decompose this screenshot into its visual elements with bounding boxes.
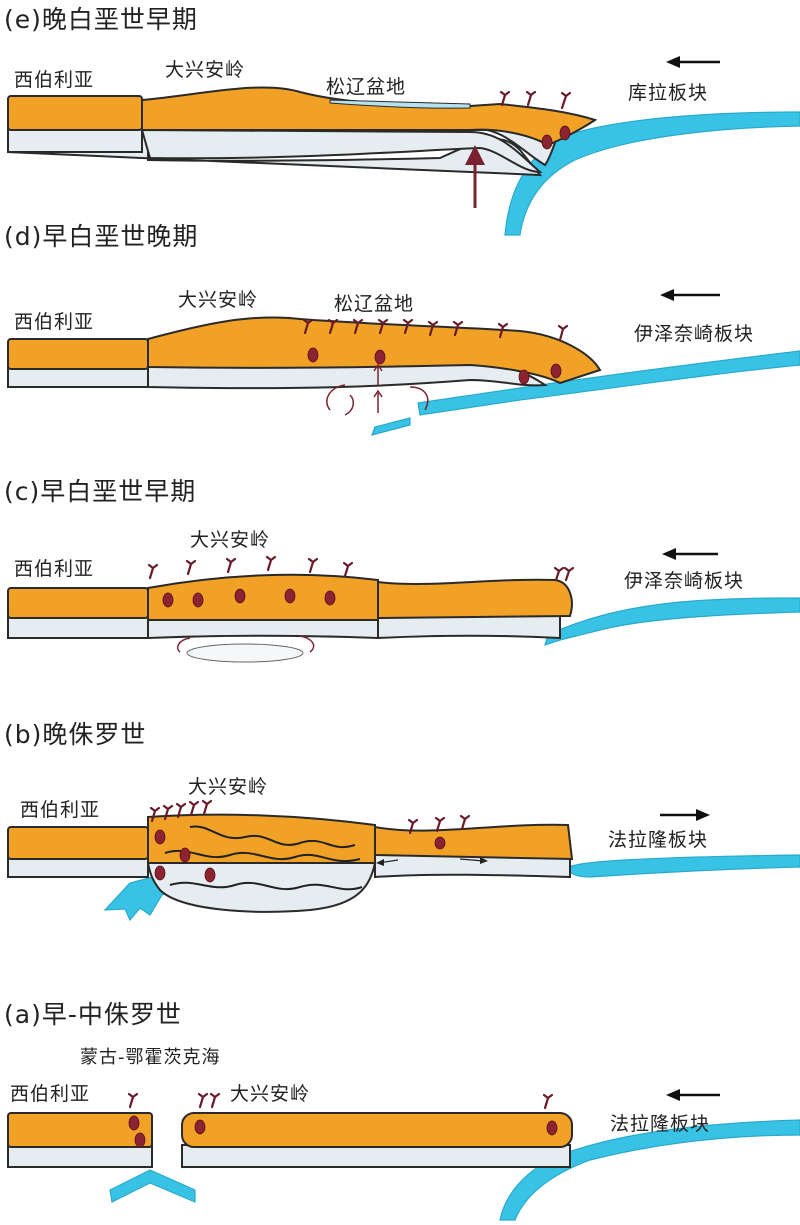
- panel-d-cross-section: [7, 289, 800, 436]
- farallon-slab: [569, 854, 800, 878]
- dxal-crust: [147, 813, 376, 864]
- panel-b-cross-section: [7, 799, 800, 922]
- siberia-crust: [7, 338, 149, 370]
- panel-d: (d)早白垩世晚期 西伯利亚 大兴安岭 松辽盆地 伊泽奈崎板块: [0, 215, 800, 455]
- label-plate: 法拉隆板块: [608, 829, 709, 851]
- panel-c-title: (c)早白垩世早期: [4, 477, 197, 506]
- eastern-crust: [377, 578, 573, 620]
- dxal-crust: [147, 573, 379, 621]
- volcano-symbols: [302, 318, 569, 342]
- dxal-crust: [141, 86, 598, 147]
- volcano-symbols: [127, 1092, 554, 1110]
- label-songliao: 松辽盆地: [334, 293, 415, 315]
- volcano-symbols: [149, 799, 471, 835]
- label-plate: 法拉隆板块: [610, 1113, 711, 1135]
- label-siberia: 西伯利亚: [14, 311, 95, 333]
- label-siberia: 西伯利亚: [14, 69, 95, 91]
- label-ocean: 蒙古-鄂霍茨克海: [80, 1047, 221, 1068]
- panel-b-title: (b)晚侏罗世: [4, 720, 147, 749]
- fold-lower: [169, 881, 363, 891]
- eastern-crust: [374, 823, 574, 861]
- label-siberia: 西伯利亚: [14, 558, 95, 580]
- farallon-slab: [499, 1119, 800, 1221]
- label-plate: 库拉板块: [628, 82, 709, 104]
- panel-b: (b)晚侏罗世 西伯利亚 大兴安岭 法拉隆板块: [0, 715, 800, 955]
- fold-upper: [189, 825, 356, 849]
- siberia-crust: [7, 95, 143, 131]
- label-siberia: 西伯利亚: [20, 799, 101, 821]
- label-siberia: 西伯利亚: [10, 1083, 91, 1105]
- panel-a-cross-section: [7, 1089, 800, 1221]
- kula-slab: [504, 111, 800, 236]
- label-dxal: 大兴安岭: [165, 59, 246, 81]
- volcano-symbols: [499, 90, 572, 110]
- siberia-crust: [7, 826, 149, 860]
- label-dxal: 大兴安岭: [230, 1083, 311, 1105]
- mongol-okhotsk-slab: [109, 1169, 196, 1203]
- dxal-crust: [147, 316, 602, 385]
- izanagi-slab: [544, 597, 800, 646]
- panel-c: (c)早白垩世早期 西伯利亚 大兴安岭 伊泽奈崎板块: [0, 470, 800, 700]
- siberia-crust: [7, 587, 149, 619]
- panel-a: (a)早-中侏罗世 蒙古-鄂霍茨克海 西伯利亚 大兴安岭 法拉隆板块: [0, 995, 800, 1225]
- panel-e-cross-section: [7, 56, 800, 236]
- label-songliao: 松辽盆地: [326, 76, 407, 98]
- dxal-crust: [181, 1112, 573, 1148]
- songliao-basin: [329, 99, 471, 109]
- panel-e: (e)晚白垩世早期 西伯利亚 大兴安岭 松辽盆地 库拉板块: [0, 0, 800, 236]
- volcano-symbols: [147, 555, 575, 582]
- label-dxal: 大兴安岭: [178, 289, 259, 311]
- lithospheric-mantle: [7, 615, 149, 639]
- label-dxal: 大兴安岭: [190, 529, 271, 551]
- panel-d-title: (d)早白垩世晚期: [4, 222, 199, 251]
- label-plate: 伊泽奈崎板块: [624, 570, 745, 592]
- panel-a-title: (a)早-中侏罗世: [4, 1000, 182, 1029]
- panel-e-title: (e)晚白垩世早期: [4, 5, 198, 34]
- siberia-crust: [7, 1112, 153, 1148]
- izanagi-slab: [417, 350, 800, 416]
- label-plate: 伊泽奈崎板块: [634, 323, 755, 345]
- panel-c-cross-section: [7, 548, 800, 663]
- lithospheric-mantle: [7, 1144, 153, 1168]
- label-dxal: 大兴安岭: [188, 776, 269, 798]
